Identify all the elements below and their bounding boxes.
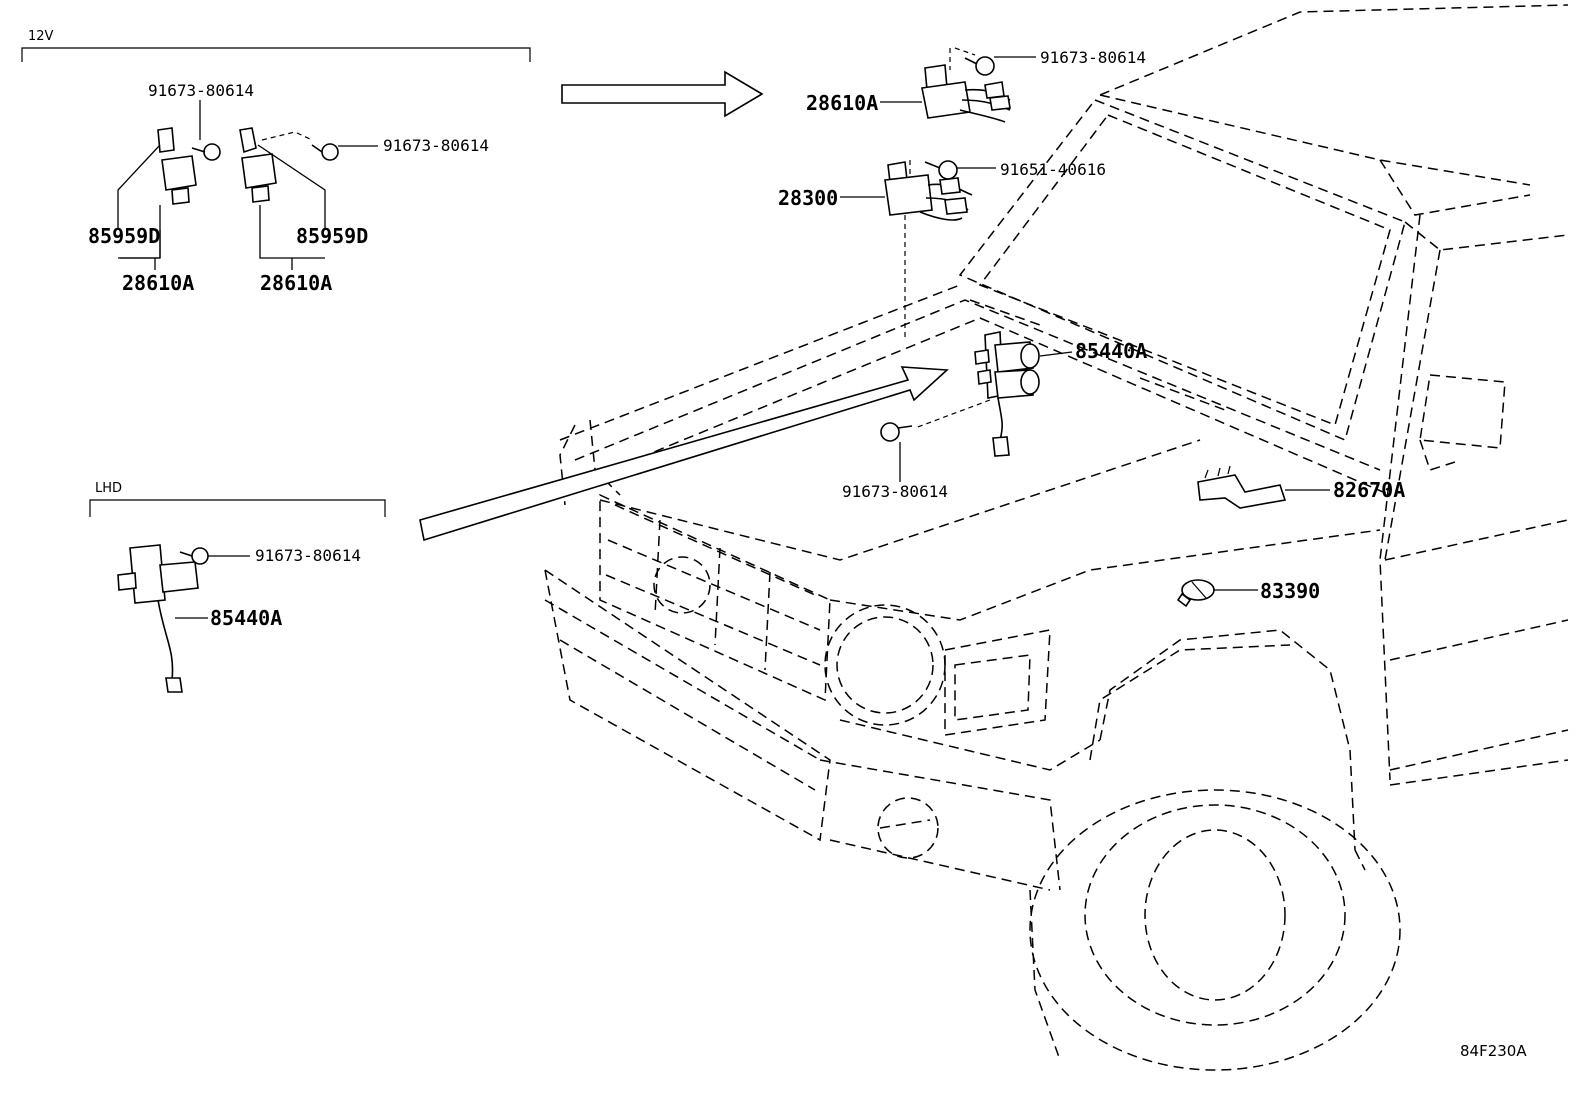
bolt-mid-label: 91651-40616: [1000, 160, 1106, 179]
bolt-lhd-label: 91673-80614: [255, 546, 361, 565]
relay-12v-right-label: 85959D: [296, 224, 368, 248]
group-lhd-label: LHD: [95, 481, 122, 496]
switch-fender: [1176, 579, 1215, 608]
group-12v-label: 12V: [28, 29, 54, 44]
relay-mid: [884, 160, 973, 340]
vehicle-outline: [543, 4, 1569, 1071]
arrow-to-hood: [419, 366, 949, 542]
arrow-right: [561, 70, 764, 118]
relay-12v-left: [157, 127, 221, 205]
switch-fender-label: 83390: [1260, 579, 1320, 603]
group-12v: 12V 91673-80614 9: [21, 29, 531, 295]
vsv-lhd: [117, 544, 209, 693]
assy-12v-right-label: 28610A: [260, 271, 332, 295]
bolt-12v-left-label: 91673-80614: [148, 81, 254, 100]
assy-12v-left-label: 28610A: [122, 271, 194, 295]
bolt-main-label: 91673-80614: [842, 482, 948, 501]
bracket-side: [1197, 465, 1287, 509]
bolt-top-label: 91673-80614: [1040, 48, 1146, 67]
direction-arrows: [419, 70, 949, 542]
vsv-main: [914, 331, 1040, 457]
group-lhd: LHD 91673-80614 85440A: [89, 481, 386, 693]
relay-top-label: 28610A: [806, 91, 878, 115]
vsv-main-label: 85440A: [1075, 339, 1147, 363]
bolt-main-icon: [880, 422, 900, 442]
relay-top: [921, 47, 1011, 123]
vsv-lhd-label: 85440A: [210, 606, 282, 630]
relay-12v-right: [239, 127, 339, 203]
bolt-12v-right-label: 91673-80614: [383, 136, 489, 155]
figure-reference: 84F230A: [1460, 1042, 1527, 1060]
relay-12v-left-label: 85959D: [88, 224, 160, 248]
bracket-side-label: 82670A: [1333, 478, 1405, 502]
relay-mid-label: 28300: [778, 186, 838, 210]
